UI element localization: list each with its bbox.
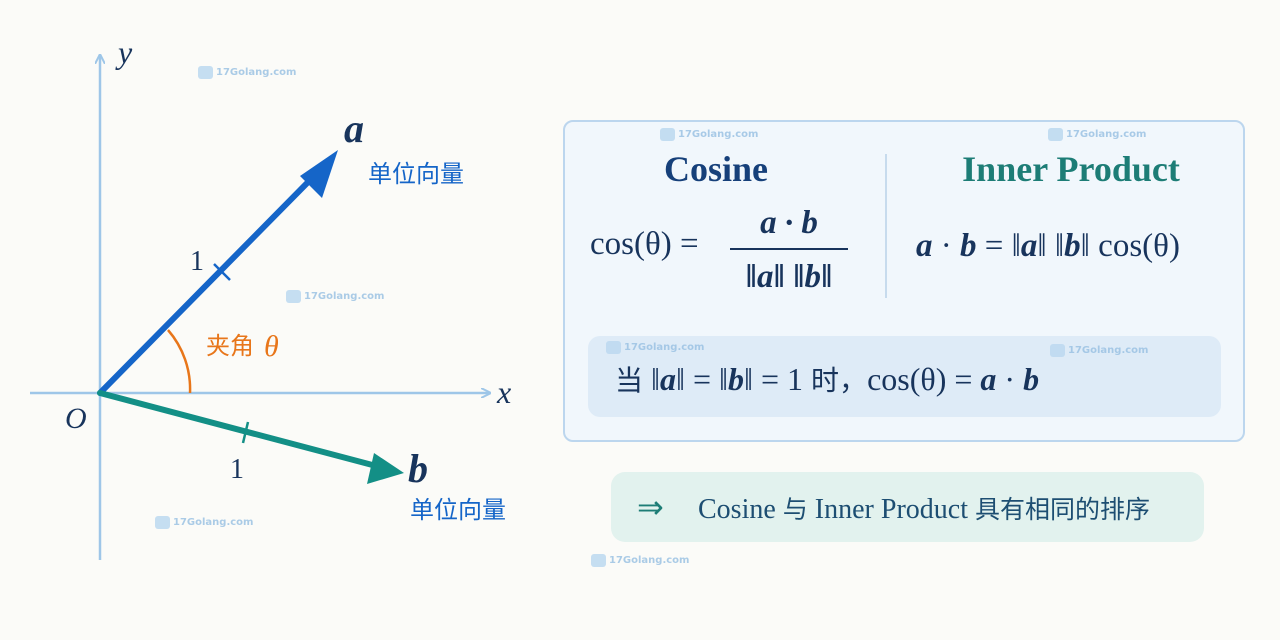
vector-b-line — [97, 390, 383, 470]
watermark-logo-icon — [1048, 128, 1063, 141]
vector-b-desc: 单位向量 — [410, 496, 506, 524]
conclusion-box — [611, 472, 1204, 542]
watermark: 17Golang.com — [155, 516, 253, 529]
unit-vector-note — [588, 336, 1221, 417]
vector-a-line — [97, 169, 321, 396]
watermark: 17Golang.com — [1050, 344, 1148, 357]
inner-product-heading: Inner Product — [962, 149, 1180, 189]
angle-arc — [167, 329, 192, 394]
fraction-bar — [730, 248, 848, 250]
watermark-logo-icon — [591, 554, 606, 567]
watermark-logo-icon — [198, 66, 213, 79]
cosine-fraction: a · b ‖a‖ ‖b‖ — [730, 202, 848, 298]
unit-vector-note-text: 当 ‖a‖ = ‖b‖ = 1 时，cos(θ) = a · b — [615, 361, 1040, 397]
vector-b-tick-label: 1 — [230, 454, 244, 485]
cosine-numerator: a · b — [760, 205, 818, 241]
watermark-logo-icon — [286, 290, 301, 303]
watermark-logo-icon — [606, 341, 621, 354]
vector-a-tick — [213, 263, 231, 281]
vector-a-tick-label: 1 — [190, 246, 204, 277]
watermark-logo-icon — [155, 516, 170, 529]
implies-arrow-icon: ⇒ — [637, 488, 664, 526]
cosine-heading: Cosine — [663, 149, 769, 189]
vector-b-label: b — [408, 446, 428, 491]
vector-a-arrowhead — [300, 150, 338, 198]
watermark: 17Golang.com — [606, 341, 704, 354]
watermark: 17Golang.com — [660, 128, 758, 141]
watermark: 17Golang.com — [1048, 128, 1146, 141]
y-axis-label: y — [115, 34, 133, 70]
conclusion-text: Cosine 与 Inner Product 具有相同的排序 — [698, 494, 1150, 525]
watermark-logo-icon — [660, 128, 675, 141]
cosine-denominator: ‖a‖ ‖b‖ — [745, 259, 833, 295]
vector-b-tick — [241, 421, 250, 444]
watermark-logo-icon — [1050, 344, 1065, 357]
watermark: 17Golang.com — [286, 290, 384, 303]
angle-symbol: θ — [264, 330, 279, 363]
watermark: 17Golang.com — [198, 66, 296, 79]
origin-label: O — [65, 402, 87, 435]
vector-a-desc: 单位向量 — [368, 160, 464, 188]
x-axis-label: x — [496, 374, 511, 410]
vector-a-label: a — [344, 106, 364, 151]
watermark: 17Golang.com — [591, 554, 689, 567]
cosine-lhs: cos(θ) = — [590, 226, 699, 262]
angle-label: 夹角 — [206, 332, 254, 360]
panel-divider — [885, 154, 887, 298]
vector-b-arrowhead — [367, 453, 404, 484]
inner-product-formula: a · b = ‖a‖ ‖b‖ cos(θ) — [916, 228, 1180, 264]
